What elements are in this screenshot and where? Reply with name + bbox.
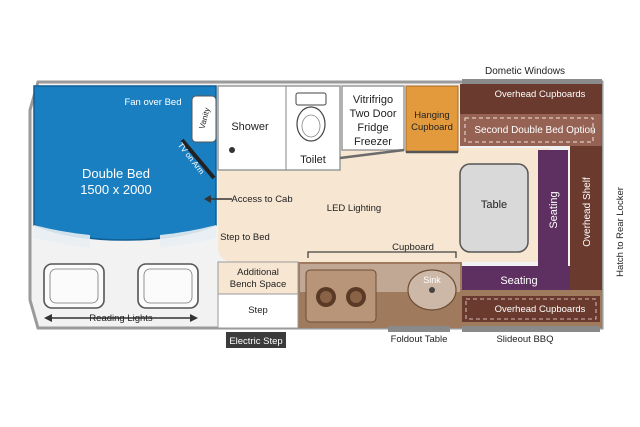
label-fan-over-bed: Fan over Bed <box>124 97 181 108</box>
slideout-bbq-bar <box>462 326 600 332</box>
label-step: Step <box>248 305 268 316</box>
electric-step-bar <box>226 332 286 348</box>
label-reading-lights: Reading Lights <box>89 313 153 324</box>
label-second-double-bed: Second Double Bed Option <box>474 125 595 136</box>
second-bed-option <box>460 114 602 146</box>
reading-lights-arrow <box>44 314 198 322</box>
label-hatch-rear-locker: Hatch to Rear Locker <box>615 187 626 277</box>
label-access-to-cab: Access to Cab <box>231 194 292 205</box>
overhead-cupboards-top <box>460 84 602 114</box>
label-fridge-4: Freezer <box>354 136 392 148</box>
fridge <box>341 85 405 151</box>
label-toilet: Toilet <box>300 154 326 166</box>
label-overhead-cupboards-top: Overhead Cupboards <box>495 89 586 100</box>
label-fridge-2: Two Door <box>349 108 396 120</box>
pillow-left <box>43 263 105 309</box>
dinette-table <box>459 163 529 253</box>
label-hanging-2: Cupboard <box>411 122 453 133</box>
access-to-cab-arrow <box>204 195 232 203</box>
double-bed <box>33 85 217 241</box>
tv-on-arm <box>180 138 216 180</box>
label-hanging-1: Hanging <box>414 110 449 121</box>
label-dometic-windows: Dometic Windows <box>485 66 565 77</box>
label-double-bed: Double Bed <box>82 166 150 181</box>
hanging-cupboard <box>405 85 459 153</box>
label-seating-vertical: Seating <box>548 191 560 228</box>
label-slideout-bbq: Slideout BBQ <box>496 334 553 345</box>
label-cupboard: Cupboard <box>392 242 434 253</box>
label-foldout-table: Foldout Table <box>391 334 448 345</box>
overhead-shelf <box>570 146 602 296</box>
label-fridge-1: Vitrifrigo <box>353 94 393 106</box>
label-table: Table <box>481 199 507 211</box>
label-additional-1: Additional <box>237 267 279 278</box>
cooktop <box>305 269 377 323</box>
label-sink: Sink <box>423 275 441 285</box>
label-overhead-shelf: Overhead Shelf <box>582 177 593 247</box>
foldout-table-bar <box>388 326 450 332</box>
label-additional-2: Bench Space <box>230 279 287 290</box>
sink-basin <box>407 269 457 311</box>
dometic-windows-strip <box>462 79 602 84</box>
cupboard-bracket <box>307 251 457 258</box>
label-overhead-cupboards-bottom: Overhead Cupboards <box>495 304 586 315</box>
label-shower: Shower <box>231 121 269 133</box>
label-bed-size: 1500 x 2000 <box>80 182 152 197</box>
label-fridge-3: Fridge <box>357 122 388 134</box>
entry-step <box>217 293 299 329</box>
label-step-to-bed: Step to Bed <box>220 232 270 243</box>
label-led-lighting: LED Lighting <box>327 203 381 214</box>
vanity-basin <box>191 95 217 143</box>
overhead-cupboards-bottom <box>462 296 600 322</box>
shower-drain <box>229 147 235 153</box>
toilet-icon <box>295 92 327 142</box>
rear-seating-vertical <box>538 150 568 268</box>
label-seating-horizontal: Seating <box>500 275 537 287</box>
additional-bench <box>217 261 299 295</box>
label-electric-step: Electric Step <box>229 336 282 347</box>
pillow-right <box>137 263 199 309</box>
